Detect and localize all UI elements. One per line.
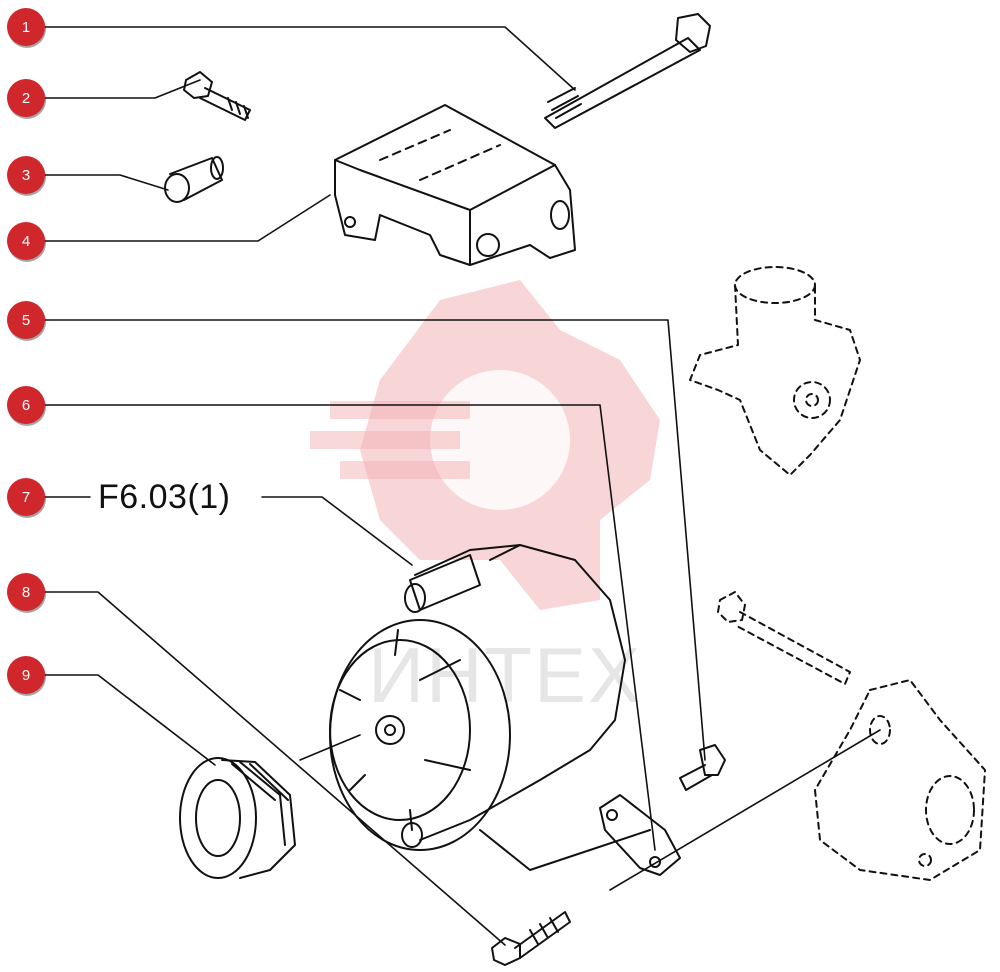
part-4-bracket [334,104,576,266]
part-9-pulley [179,757,296,879]
dashed-housing-upper [689,266,861,476]
part-1-long-bolt [544,13,711,129]
part-5-small-bolt [679,744,726,791]
callout-9[interactable]: 9 [7,656,45,694]
callout-4[interactable]: 4 [7,222,45,260]
reference-label: F6.03(1) [98,478,231,516]
callout-7[interactable]: 7 [7,478,45,516]
part-3-sleeve [164,156,224,203]
assembly-axis-line [609,729,881,891]
dashed-housing-lower [717,591,986,881]
callout-5[interactable]: 5 [7,301,45,339]
callout-8[interactable]: 8 [7,573,45,611]
part-8-bottom-bolt [491,911,571,966]
callout-3[interactable]: 3 [7,156,45,194]
callout-1[interactable]: 1 [7,8,45,46]
watermark-text: ИНТЕХ [368,631,643,719]
pulley-axis-line [299,734,361,761]
part-2-short-bolt [183,71,251,121]
callout-2[interactable]: 2 [7,79,45,117]
alternator-body [329,544,651,871]
callout-6[interactable]: 6 [7,386,45,424]
part-6-link-plate [599,794,681,876]
